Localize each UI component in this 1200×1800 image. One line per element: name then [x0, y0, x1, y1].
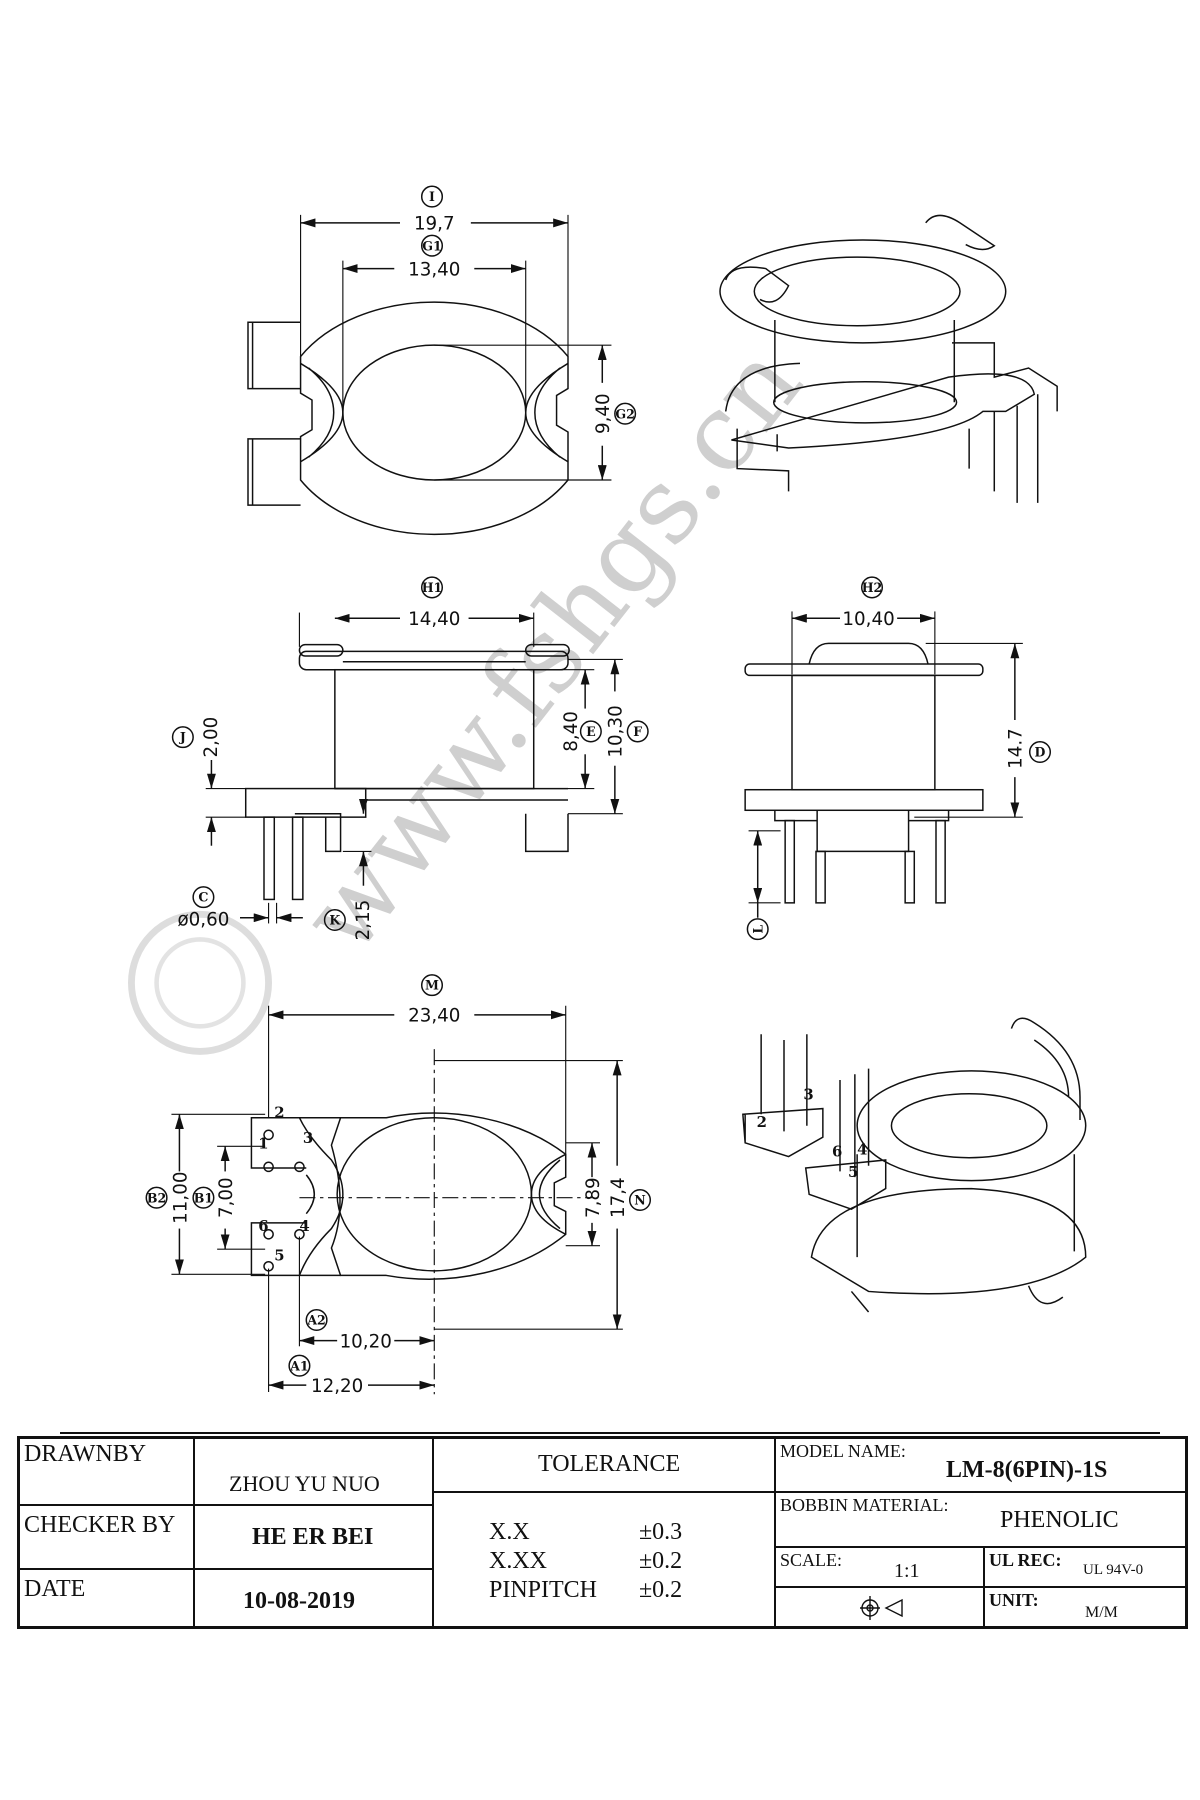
- tolerance-format: PINPITCH: [489, 1577, 598, 1603]
- drawn-by-cell: ZHOU YU NUO: [195, 1439, 434, 1506]
- dim-label-h2: H2: [862, 580, 883, 595]
- dim-label-a2: A2: [306, 1313, 326, 1328]
- dim-label-f: F: [633, 724, 642, 739]
- checker-value: HE ER BEI: [252, 1524, 374, 1550]
- iso-pin-label: 4: [857, 1140, 867, 1158]
- dim-value-n: 17,4: [608, 1177, 629, 1218]
- drawn-by-label-cell: DRAWNBY: [20, 1439, 195, 1506]
- tolerance-value: ±0.2: [639, 1548, 683, 1574]
- dim-value-b1: 7,00: [216, 1177, 237, 1218]
- tolerance-value: ±0.3: [639, 1519, 683, 1545]
- dim-label-g1: G1: [422, 238, 441, 253]
- dim-value-m: 23,40: [408, 1006, 460, 1027]
- tolerance-format: X.X: [489, 1519, 530, 1545]
- projection-cell: [776, 1588, 985, 1629]
- dim-value-g1: 13,40: [408, 259, 460, 280]
- watermark: www.fshgs.cn: [128, 322, 825, 1055]
- unit-label: UNIT:: [989, 1590, 1039, 1610]
- scale-value: 1:1: [894, 1560, 920, 1582]
- dim-value-b2: 11,00: [170, 1172, 191, 1224]
- dim-value-e: 8,40: [561, 711, 582, 752]
- third-angle-projection-icon: [860, 1596, 903, 1620]
- material-value: PHENOLIC: [1000, 1507, 1119, 1533]
- dim-label-m: M: [425, 978, 439, 993]
- dim-value-h2: 10,40: [842, 609, 894, 630]
- watermark-text: www.fshgs.cn: [277, 322, 825, 975]
- dim-value-j: 2,00: [201, 717, 222, 758]
- checker-label: CHECKER BY: [24, 1512, 176, 1538]
- scale-label: SCALE:: [780, 1550, 843, 1570]
- dim-value-g2: 9,40: [593, 393, 614, 434]
- ul-cell: UL REC: UL 94V-0: [985, 1548, 1185, 1588]
- isometric-view-top: [719, 214, 1058, 503]
- dim-label-g2: G2: [615, 406, 634, 421]
- pin-label: 3: [303, 1129, 313, 1147]
- title-block: DRAWNBY ZHOU YU NUO CHECKER BY HE ER BEI…: [17, 1436, 1188, 1629]
- dim-label-b2: B2: [147, 1190, 166, 1205]
- dim-label-e: E: [586, 724, 596, 739]
- unit-value: M/M: [1085, 1604, 1118, 1621]
- pin-label: 5: [274, 1247, 284, 1265]
- dim-label-b1: B1: [194, 1190, 213, 1205]
- dim-label-a1: A1: [289, 1358, 309, 1373]
- drawn-by-value: ZHOU YU NUO: [229, 1471, 380, 1496]
- side-view-front: [171, 576, 649, 932]
- pin-label: 2: [274, 1104, 284, 1122]
- ul-value: UL 94V-0: [1083, 1562, 1144, 1578]
- isometric-view-bottom: [742, 1017, 1087, 1313]
- dim-value-h1: 14,40: [408, 609, 460, 630]
- tolerance-format: X.XX: [489, 1548, 547, 1574]
- date-value: 10-08-2019: [243, 1588, 355, 1614]
- bottom-view: [145, 974, 652, 1395]
- dim-label-d: D: [1035, 745, 1046, 760]
- dim-label-c: C: [198, 890, 208, 905]
- top-view: [247, 185, 637, 536]
- date-cell: 10-08-2019: [195, 1570, 434, 1629]
- dim-label-k: K: [329, 913, 341, 928]
- checker-label-cell: CHECKER BY: [20, 1506, 195, 1570]
- iso-pin-label: 6: [832, 1143, 842, 1161]
- date-label-cell: DATE: [20, 1570, 195, 1629]
- dim-label-j: J: [179, 730, 186, 745]
- iso-pin-label: 3: [803, 1085, 813, 1103]
- side-view-right: [744, 576, 1052, 941]
- tolerance-label: TOLERANCE: [538, 1451, 681, 1477]
- unit-cell: UNIT: M/M: [985, 1588, 1185, 1629]
- dim-label-n: N: [634, 1193, 645, 1208]
- material-cell: BOBBIN MATERIAL: PHENOLIC: [776, 1493, 1185, 1548]
- dim-label-i: I: [429, 189, 435, 204]
- title-block-rule: [60, 1432, 1160, 1434]
- date-label: DATE: [24, 1576, 86, 1602]
- tolerance-value: ±0.2: [639, 1577, 683, 1603]
- dim-value-c: ø0,60: [177, 910, 229, 931]
- dim-value-i: 19,7: [414, 214, 455, 235]
- model-cell: MODEL NAME: LM-8(6PIN)-1S: [776, 1439, 1185, 1493]
- dim-value-d: 14.7: [1006, 728, 1027, 769]
- model-label: MODEL NAME:: [780, 1441, 906, 1461]
- pin-label: 1: [258, 1135, 268, 1153]
- checker-cell: HE ER BEI: [195, 1506, 434, 1570]
- dim-value-inner: 7,89: [583, 1177, 604, 1218]
- tolerance-header-cell: TOLERANCE: [434, 1439, 776, 1493]
- material-label: BOBBIN MATERIAL:: [780, 1495, 949, 1515]
- dim-label-h1: H1: [422, 580, 443, 595]
- watermark-seal-icon: [128, 910, 272, 1055]
- drawn-by-label: DRAWNBY: [24, 1441, 147, 1467]
- dim-value-a2: 10,20: [340, 1331, 392, 1352]
- iso-pin-label: 5: [848, 1163, 858, 1181]
- model-value: LM-8(6PIN)-1S: [946, 1457, 1108, 1483]
- pin-label: 4: [299, 1217, 309, 1235]
- scale-cell: SCALE: 1:1: [776, 1548, 985, 1588]
- dim-label-l: L: [750, 925, 765, 934]
- dim-value-k: 2,15: [353, 900, 374, 941]
- dim-value-f: 10,30: [606, 705, 627, 757]
- dim-value-a1: 12,20: [311, 1376, 363, 1397]
- ul-label: UL REC:: [989, 1550, 1062, 1570]
- pin-label: 6: [258, 1217, 268, 1235]
- iso-pin-label: 2: [757, 1113, 767, 1131]
- tolerance-values-cell: X.X ±0.3 X.XX ±0.2 PINPITCH ±0.2: [434, 1493, 776, 1629]
